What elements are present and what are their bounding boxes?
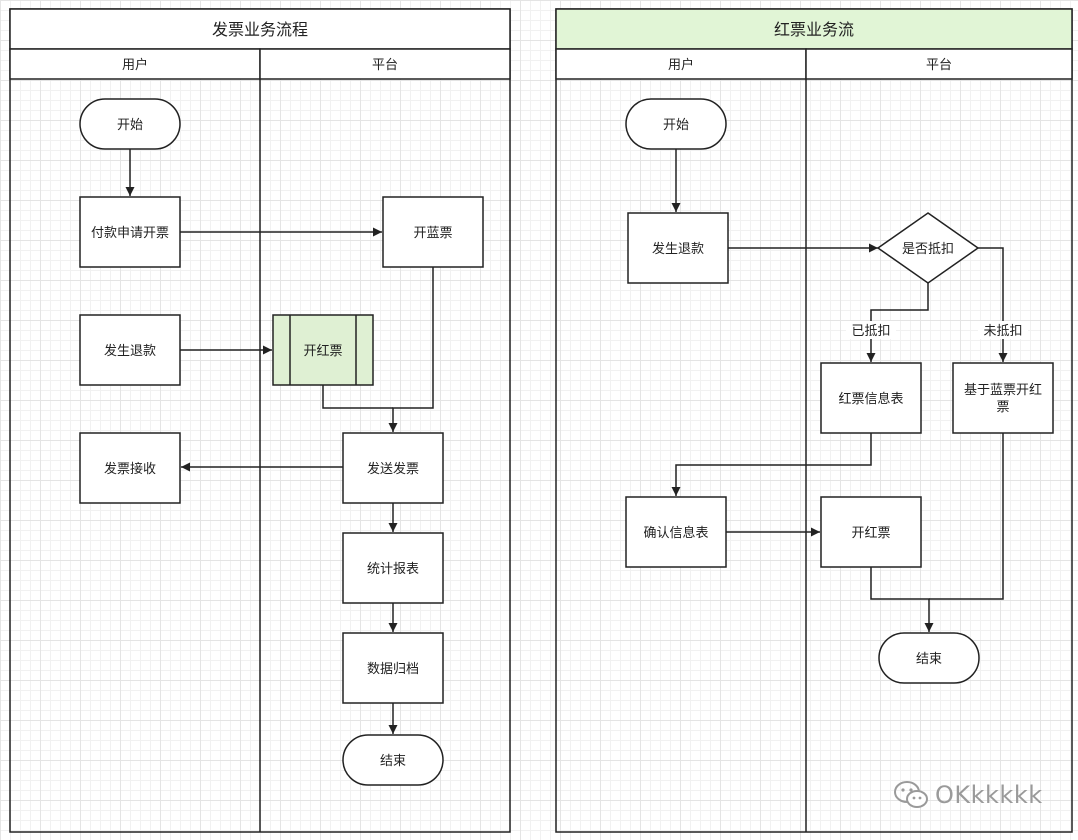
- node-start: [79, 98, 181, 150]
- node-issue-red-2-label: 开红票: [851, 525, 890, 541]
- connectors-red: [671, 149, 1008, 632]
- lane-header-platform-2: [805, 48, 1073, 80]
- node-issue-blue-label: 开蓝票: [413, 226, 452, 241]
- node-issue-red-label: 开红票: [303, 343, 342, 359]
- node-confirm: [625, 496, 727, 568]
- node-send-label: 发送发票: [367, 461, 419, 477]
- lane-label-user-2: 用户: [668, 57, 694, 73]
- node-pay-request: [79, 196, 181, 268]
- pool-title-red: 红票业务流: [774, 20, 854, 39]
- pool-title-invoice: 发票业务流程: [212, 20, 308, 39]
- lane-header-user-2: [555, 48, 807, 80]
- node-issue-blue: [382, 196, 484, 268]
- node-start-2-label: 开始: [663, 118, 689, 133]
- wechat-icon: [894, 781, 928, 808]
- node-blue-based-red-label-2: 票: [996, 400, 1009, 415]
- node-blue-based-red-label-1: 基于蓝票开红: [964, 382, 1042, 398]
- pool-red-invoice-flow: 红票业务流 用户 平台 已抵扣 未抵扣 开始 发生退款 是否抵扣 红票信: [555, 8, 1073, 833]
- edge-label-deducted: 已抵扣: [851, 324, 890, 339]
- node-end-2-label: 结束: [916, 652, 942, 667]
- node-report: [342, 532, 444, 604]
- watermark-text: OKkkkkk: [935, 781, 1043, 809]
- node-issue-red-subprocess: [272, 314, 374, 386]
- node-end-label: 结束: [380, 754, 406, 769]
- node-end-2: [878, 632, 980, 684]
- node-end: [342, 734, 444, 786]
- edge-label-not-deducted: 未抵扣: [983, 324, 1022, 339]
- lane-label-platform: 平台: [372, 58, 398, 73]
- node-red-info-label: 红票信息表: [838, 391, 903, 407]
- node-report-label: 统计报表: [367, 562, 419, 577]
- node-archive-label: 数据归档: [367, 662, 419, 677]
- node-send: [342, 432, 444, 504]
- node-blue-based-red: [952, 362, 1054, 434]
- node-start-label: 开始: [117, 118, 143, 133]
- lane-header-user: [9, 48, 261, 80]
- node-receive: [79, 432, 181, 504]
- connectors-invoice: [125, 149, 434, 734]
- node-refund-label: 发生退款: [104, 343, 156, 359]
- node-issue-red-2: [820, 496, 922, 568]
- lane-label-platform-2: 平台: [926, 58, 952, 73]
- pool-invoice-flow: 发票业务流程 用户 平台 开始 付款申请开票 开蓝票 发生退款: [9, 8, 511, 833]
- lane-label-user: 用户: [122, 57, 148, 73]
- node-start-2: [625, 98, 727, 150]
- node-decision: [876, 212, 980, 284]
- node-decision-label: 是否抵扣: [902, 242, 954, 257]
- lane-header-platform: [259, 48, 511, 80]
- node-confirm-label: 确认信息表: [643, 525, 708, 541]
- node-archive: [342, 632, 444, 704]
- watermark: OKkkkkk: [893, 780, 1043, 810]
- node-refund-2: [627, 212, 729, 284]
- node-receive-label: 发票接收: [104, 461, 156, 477]
- node-pay-request-label: 付款申请开票: [91, 226, 169, 241]
- node-refund-2-label: 发生退款: [652, 241, 704, 257]
- node-refund: [79, 314, 181, 386]
- node-red-info: [820, 362, 922, 434]
